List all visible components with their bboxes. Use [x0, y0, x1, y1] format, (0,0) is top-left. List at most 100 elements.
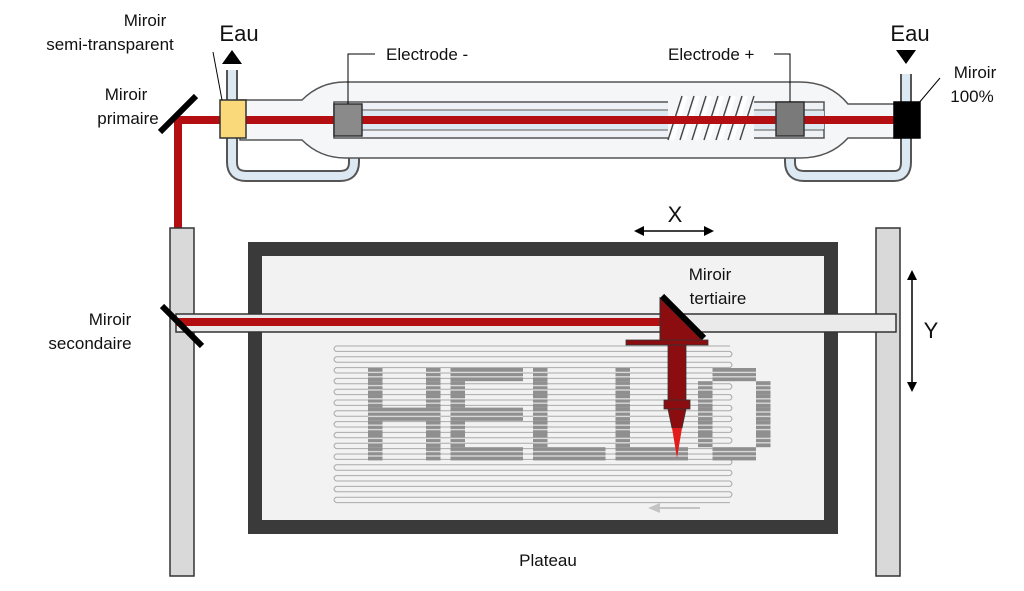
- engraved-cell: [533, 394, 548, 408]
- label-full-mirror-2: 100%: [950, 87, 993, 106]
- engraved-cell: [426, 368, 441, 382]
- engraved-cell: [494, 407, 509, 421]
- water-in-arrow-up: [222, 50, 242, 64]
- engraved-cell: [576, 447, 591, 461]
- engraved-cell: [533, 434, 548, 448]
- engraved-cell: [698, 434, 713, 448]
- engraved-cell: [426, 447, 441, 461]
- engraved-cell: [756, 420, 771, 434]
- leader-electrode-minus: [347, 53, 375, 104]
- engraved-cell: [644, 447, 659, 461]
- engraved-cell: [698, 381, 713, 395]
- laser-spot: [672, 428, 682, 458]
- electrode-plus: [775, 101, 805, 137]
- engraved-cell: [615, 420, 630, 434]
- laser-head: [625, 293, 709, 458]
- engraved-cell: [591, 447, 606, 461]
- engraved-cell: [533, 447, 548, 461]
- engraved-cell: [450, 368, 465, 382]
- label-semi-mirror-1: Miroir: [124, 11, 167, 30]
- engraved-cell: [615, 394, 630, 408]
- engraved-cell: [368, 407, 383, 421]
- engraved-cell: [727, 447, 742, 461]
- engraved-cell: [533, 407, 548, 421]
- engraved-cell: [615, 447, 630, 461]
- engraved-cell: [479, 368, 494, 382]
- engraved-cell: [450, 381, 465, 395]
- label-water-right: Eau: [890, 21, 929, 46]
- engraved-cell: [698, 394, 713, 408]
- label-secondary-mirror-1: Miroir: [89, 310, 132, 329]
- engraved-cell: [508, 407, 523, 421]
- engraved-cell: [615, 368, 630, 382]
- label-tertiary-mirror-1: Miroir: [689, 265, 732, 284]
- engraved-cell: [494, 447, 509, 461]
- engraved-cell: [698, 407, 713, 421]
- full-mirror: [893, 101, 921, 139]
- engraved-cell: [426, 381, 441, 395]
- label-electrode-plus: Electrode +: [668, 45, 755, 64]
- engraved-cell: [508, 447, 523, 461]
- leader-full-mirror: [917, 77, 941, 105]
- engraved-cell: [368, 368, 383, 382]
- engraved-cell: [547, 447, 562, 461]
- label-secondary-mirror-2: secondaire: [48, 334, 131, 353]
- semi-transparent-mirror: [219, 99, 247, 139]
- label-axis-x: X: [668, 202, 683, 227]
- rail-left: [169, 227, 195, 577]
- engraved-cell: [712, 368, 727, 382]
- leader-semi-mirror: [212, 51, 223, 101]
- engraved-cell: [450, 420, 465, 434]
- label-electrode-minus: Electrode -: [386, 45, 468, 64]
- label-axis-y: Y: [924, 318, 939, 343]
- engraved-cell: [756, 407, 771, 421]
- engraved-cell: [382, 407, 397, 421]
- engraved-cell: [494, 368, 509, 382]
- engraved-cell: [465, 368, 480, 382]
- label-primary-mirror-2: primaire: [97, 109, 158, 128]
- engraved-cell: [426, 420, 441, 434]
- engraved-cell: [756, 394, 771, 408]
- laser-beam-tube: [178, 116, 896, 124]
- engraved-cell: [450, 447, 465, 461]
- engraved-cell: [450, 434, 465, 448]
- engraved-cell: [741, 368, 756, 382]
- engraved-cell: [756, 434, 771, 448]
- engraved-cell: [479, 447, 494, 461]
- engraved-cell: [508, 368, 523, 382]
- engraved-cell: [368, 434, 383, 448]
- engraved-cell: [465, 407, 480, 421]
- label-primary-mirror-1: Miroir: [105, 85, 148, 104]
- label-water-left: Eau: [219, 21, 258, 46]
- engraved-cell: [756, 381, 771, 395]
- engraved-cell: [659, 447, 674, 461]
- label-plateau: Plateau: [519, 551, 577, 570]
- engraved-cell: [450, 407, 465, 421]
- engraved-cell: [630, 447, 645, 461]
- engraved-cell: [533, 368, 548, 382]
- engraved-cell: [368, 381, 383, 395]
- laser-beam-horizontal: [176, 318, 682, 326]
- laser-tube: [178, 70, 921, 182]
- label-semi-mirror-2: semi-transparent: [46, 35, 174, 54]
- engraved-cell: [533, 381, 548, 395]
- engraved-cell: [368, 447, 383, 461]
- engraved-cell: [727, 368, 742, 382]
- engraved-cell: [450, 394, 465, 408]
- electrode-minus: [333, 103, 363, 137]
- engraved-cell: [465, 447, 480, 461]
- engraved-cell: [712, 447, 727, 461]
- secondary-mirror: [159, 303, 205, 349]
- engraved-cell: [426, 394, 441, 408]
- engraved-cell: [533, 420, 548, 434]
- engraved-cell: [615, 434, 630, 448]
- engraved-cell: [615, 381, 630, 395]
- engraved-cell: [411, 407, 426, 421]
- engraved-cell: [426, 434, 441, 448]
- primary-mirror: [157, 93, 199, 135]
- engraved-hello: [368, 368, 771, 461]
- engraved-cell: [368, 394, 383, 408]
- engraved-cell: [698, 420, 713, 434]
- engraved-cell: [368, 420, 383, 434]
